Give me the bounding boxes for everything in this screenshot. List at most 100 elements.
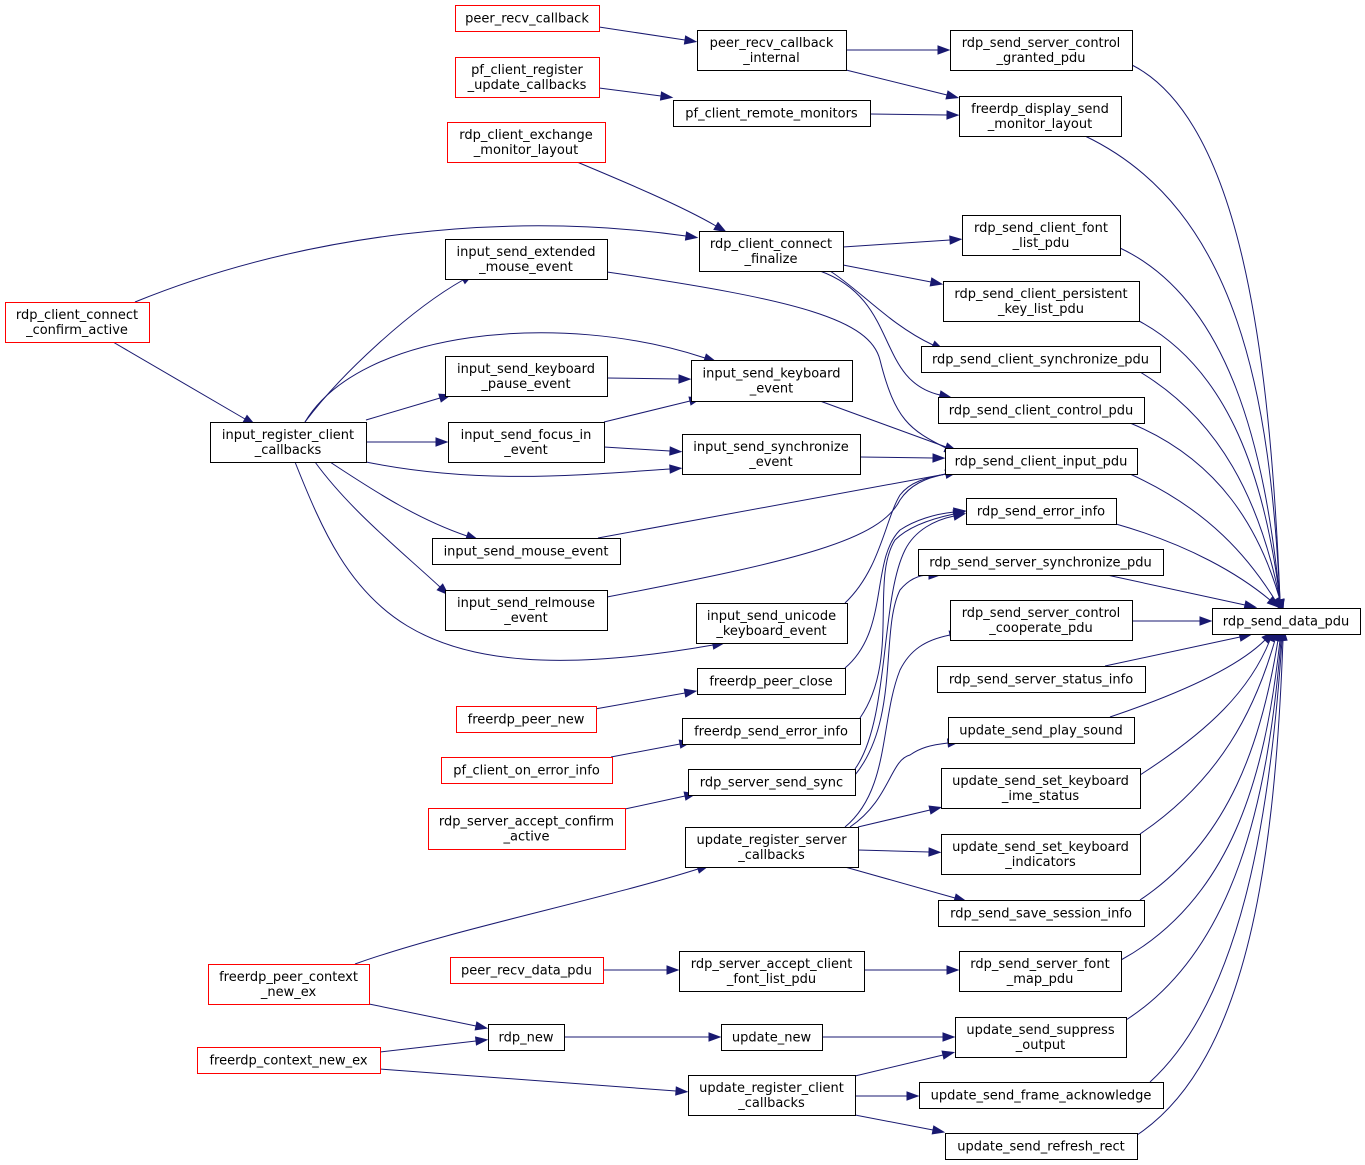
node-update-send-set-keyboard-indicators[interactable]: update_send_set_keyboard_indicators <box>941 834 1141 875</box>
arrowhead-icon <box>435 437 449 447</box>
node-box <box>959 951 1122 992</box>
edge-line <box>354 868 699 965</box>
node-label: freerdp_display_send <box>971 102 1109 117</box>
node-input-send-keyboard-event[interactable]: input_send_keyboard_event <box>691 360 853 402</box>
arrowhead-icon <box>669 464 683 474</box>
node-pf-client-on-error-info[interactable]: pf_client_on_error_info <box>441 757 613 784</box>
node-rdp-send-client-synchronize-pdu[interactable]: rdp_send_client_synchronize_pdu <box>921 346 1161 373</box>
node-update-send-refresh-rect[interactable]: update_send_refresh_rect <box>945 1133 1138 1160</box>
node-label: _event <box>749 382 794 397</box>
node-input-send-focus-in-event[interactable]: input_send_focus_in_event <box>448 422 605 463</box>
node-update-register-server-callbacks[interactable]: update_register_server_callbacks <box>685 827 859 868</box>
node-rdp-client-exchange-monitor-layout[interactable]: rdp_client_exchange_monitor_layout <box>447 122 606 163</box>
node-freerdp-display-send-monitor-layout[interactable]: freerdp_display_send_monitor_layout <box>959 96 1122 137</box>
node-box <box>938 397 1145 424</box>
edge-rdp_server_send_sync-to-rdp_send_error_info <box>854 511 967 770</box>
node-freerdp-context-new-ex[interactable]: freerdp_context_new_ex <box>197 1047 381 1074</box>
node-pf-client-register-update-callbacks[interactable]: pf_client_register_update_callbacks <box>455 57 600 98</box>
node-rdp-send-server-control-cooperate-pdu[interactable]: rdp_send_server_control_cooperate_pdu <box>950 600 1133 641</box>
node-rdp-send-client-control-pdu[interactable]: rdp_send_client_control_pdu <box>938 397 1145 424</box>
node-update-send-frame-acknowledge[interactable]: update_send_frame_acknowledge <box>919 1082 1164 1109</box>
edge-pf_client_remote_monitors-to-freerdp_display_send_monitor_layout <box>869 110 960 120</box>
edge-line <box>844 473 947 604</box>
node-freerdp-peer-context-new-ex[interactable]: freerdp_peer_context_new_ex <box>208 964 370 1005</box>
node-input-register-client-callbacks[interactable]: input_register_client_callbacks <box>210 422 367 463</box>
node-rdp-send-data-pdu[interactable]: rdp_send_data_pdu <box>1212 608 1361 635</box>
node-box <box>682 434 861 475</box>
node-rdp-new[interactable]: rdp_new <box>488 1024 565 1051</box>
node-rdp-server-accept-client-font-list-pdu[interactable]: rdp_server_accept_client_font_list_pdu <box>679 951 865 992</box>
edge-line <box>606 473 947 598</box>
edge-line <box>598 87 662 97</box>
node-rdp-send-server-status-info[interactable]: rdp_send_server_status_info <box>937 666 1146 693</box>
node-label: _event <box>748 455 793 470</box>
edge-line <box>1138 320 1281 601</box>
node-rdp-send-server-font-map-pdu[interactable]: rdp_send_server_font_map_pdu <box>959 951 1122 992</box>
node-label: freerdp_peer_new <box>468 713 585 728</box>
node-peer-recv-callback-internal[interactable]: peer_recv_callback_internal <box>697 30 847 71</box>
node-label: update_register_server <box>696 833 847 848</box>
edge-pf_client_on_error_info-to-freerdp_send_error_info <box>610 739 693 758</box>
edge-line <box>854 1054 944 1077</box>
node-box <box>679 951 865 992</box>
node-rdp-send-client-persistent-key-list-pdu[interactable]: rdp_send_client_persistent_key_list_pdu <box>943 281 1140 322</box>
node-freerdp-send-error-info[interactable]: freerdp_send_error_info <box>682 718 861 745</box>
node-box <box>937 666 1146 693</box>
node-rdp-send-error-info[interactable]: rdp_send_error_info <box>966 498 1117 525</box>
node-freerdp-peer-new[interactable]: freerdp_peer_new <box>456 706 597 733</box>
node-input-send-unicode-keyboard-event[interactable]: input_send_unicode_keyboard_event <box>696 603 848 644</box>
edge-line <box>1119 247 1281 601</box>
node-rdp-client-connect-confirm-active[interactable]: rdp_client_connect_confirm_active <box>5 302 150 343</box>
edge-freerdp_context_new_ex-to-update_register_client_callbacks <box>379 1068 689 1096</box>
node-update-send-suppress-output[interactable]: update_send_suppress_output <box>955 1017 1127 1058</box>
node-rdp-send-save-session-info[interactable]: rdp_send_save_session_info <box>938 900 1145 927</box>
node-label: _keyboard_event <box>715 624 826 639</box>
edge-line <box>365 397 441 421</box>
node-label: input_send_unicode <box>707 609 836 624</box>
arrowhead-icon <box>683 688 698 698</box>
node-rdp-server-send-sync[interactable]: rdp_server_send_sync <box>688 769 856 796</box>
edge-line <box>368 1003 477 1027</box>
edge-update_send_set_keyboard_indicators-to-rdp_send_data_pdu <box>1139 628 1280 835</box>
node-label: _pause_event <box>480 377 570 392</box>
node-input-send-extended-mouse-event[interactable]: input_send_extended_mouse_event <box>445 239 608 280</box>
node-update-register-client-callbacks[interactable]: update_register_client_callbacks <box>688 1075 856 1116</box>
edge-rdp_client_connect_finalize-to-rdp_send_client_synchronize_pdu <box>829 270 945 351</box>
edge-peer_recv_callback_internal-to-rdp_send_server_control_granted_pdu <box>846 45 951 55</box>
node-box <box>697 668 846 695</box>
node-label: update_send_suppress <box>966 1023 1114 1038</box>
edge-rdp_send_save_session_info-to-rdp_send_data_pdu <box>1139 627 1283 901</box>
node-box <box>959 96 1122 137</box>
node-input-send-relmouse-event[interactable]: input_send_relmouse_event <box>445 590 608 631</box>
node-label: input_send_extended <box>456 245 595 260</box>
node-label: _internal <box>742 51 799 66</box>
node-input-send-mouse-event[interactable]: input_send_mouse_event <box>432 538 621 565</box>
node-input-send-synchronize-event[interactable]: input_send_synchronize_event <box>682 434 861 475</box>
node-label: _event <box>503 443 548 458</box>
node-freerdp-peer-close[interactable]: freerdp_peer_close <box>697 668 846 695</box>
node-rdp-send-server-synchronize-pdu[interactable]: rdp_send_server_synchronize_pdu <box>918 549 1164 576</box>
node-rdp-client-connect-finalize[interactable]: rdp_client_connect_finalize <box>699 231 844 272</box>
arrowhead-icon <box>474 1021 489 1031</box>
node-rdp-send-client-font-list-pdu[interactable]: rdp_send_client_font_list_pdu <box>962 215 1121 256</box>
edge-input_register_client_callbacks-to-input_send_focus_in_event <box>366 437 449 447</box>
edge-line <box>844 511 955 669</box>
node-rdp-server-accept-confirm-active[interactable]: rdp_server_accept_confirm_active <box>428 808 626 850</box>
node-input-send-keyboard-pause-event[interactable]: input_send_keyboard_pause_event <box>445 356 608 397</box>
node-label: _list_pdu <box>1012 236 1070 251</box>
edge-update_register_client_callbacks-to-update_send_frame_acknowledge <box>855 1091 920 1101</box>
node-update-send-set-keyboard-ime-status[interactable]: update_send_set_keyboard_ime_status <box>941 768 1141 809</box>
node-rdp-send-client-input-pdu[interactable]: rdp_send_client_input_pdu <box>945 448 1138 475</box>
node-label: rdp_send_server_control <box>962 36 1121 51</box>
node-rdp-send-server-control-granted-pdu[interactable]: rdp_send_server_control_granted_pdu <box>950 30 1133 71</box>
node-update-new[interactable]: update_new <box>721 1024 823 1051</box>
node-box <box>919 1082 1164 1109</box>
node-peer-recv-data-pdu[interactable]: peer_recv_data_pdu <box>450 957 604 984</box>
node-box <box>948 717 1135 744</box>
node-label: _granted_pdu <box>996 51 1086 66</box>
node-peer-recv-callback[interactable]: peer_recv_callback <box>455 5 600 32</box>
edge-line <box>1139 371 1281 601</box>
node-pf-client-remote-monitors[interactable]: pf_client_remote_monitors <box>673 100 871 127</box>
node-label: input_send_relmouse <box>457 596 595 611</box>
node-update-send-play-sound[interactable]: update_send_play_sound <box>948 717 1135 744</box>
